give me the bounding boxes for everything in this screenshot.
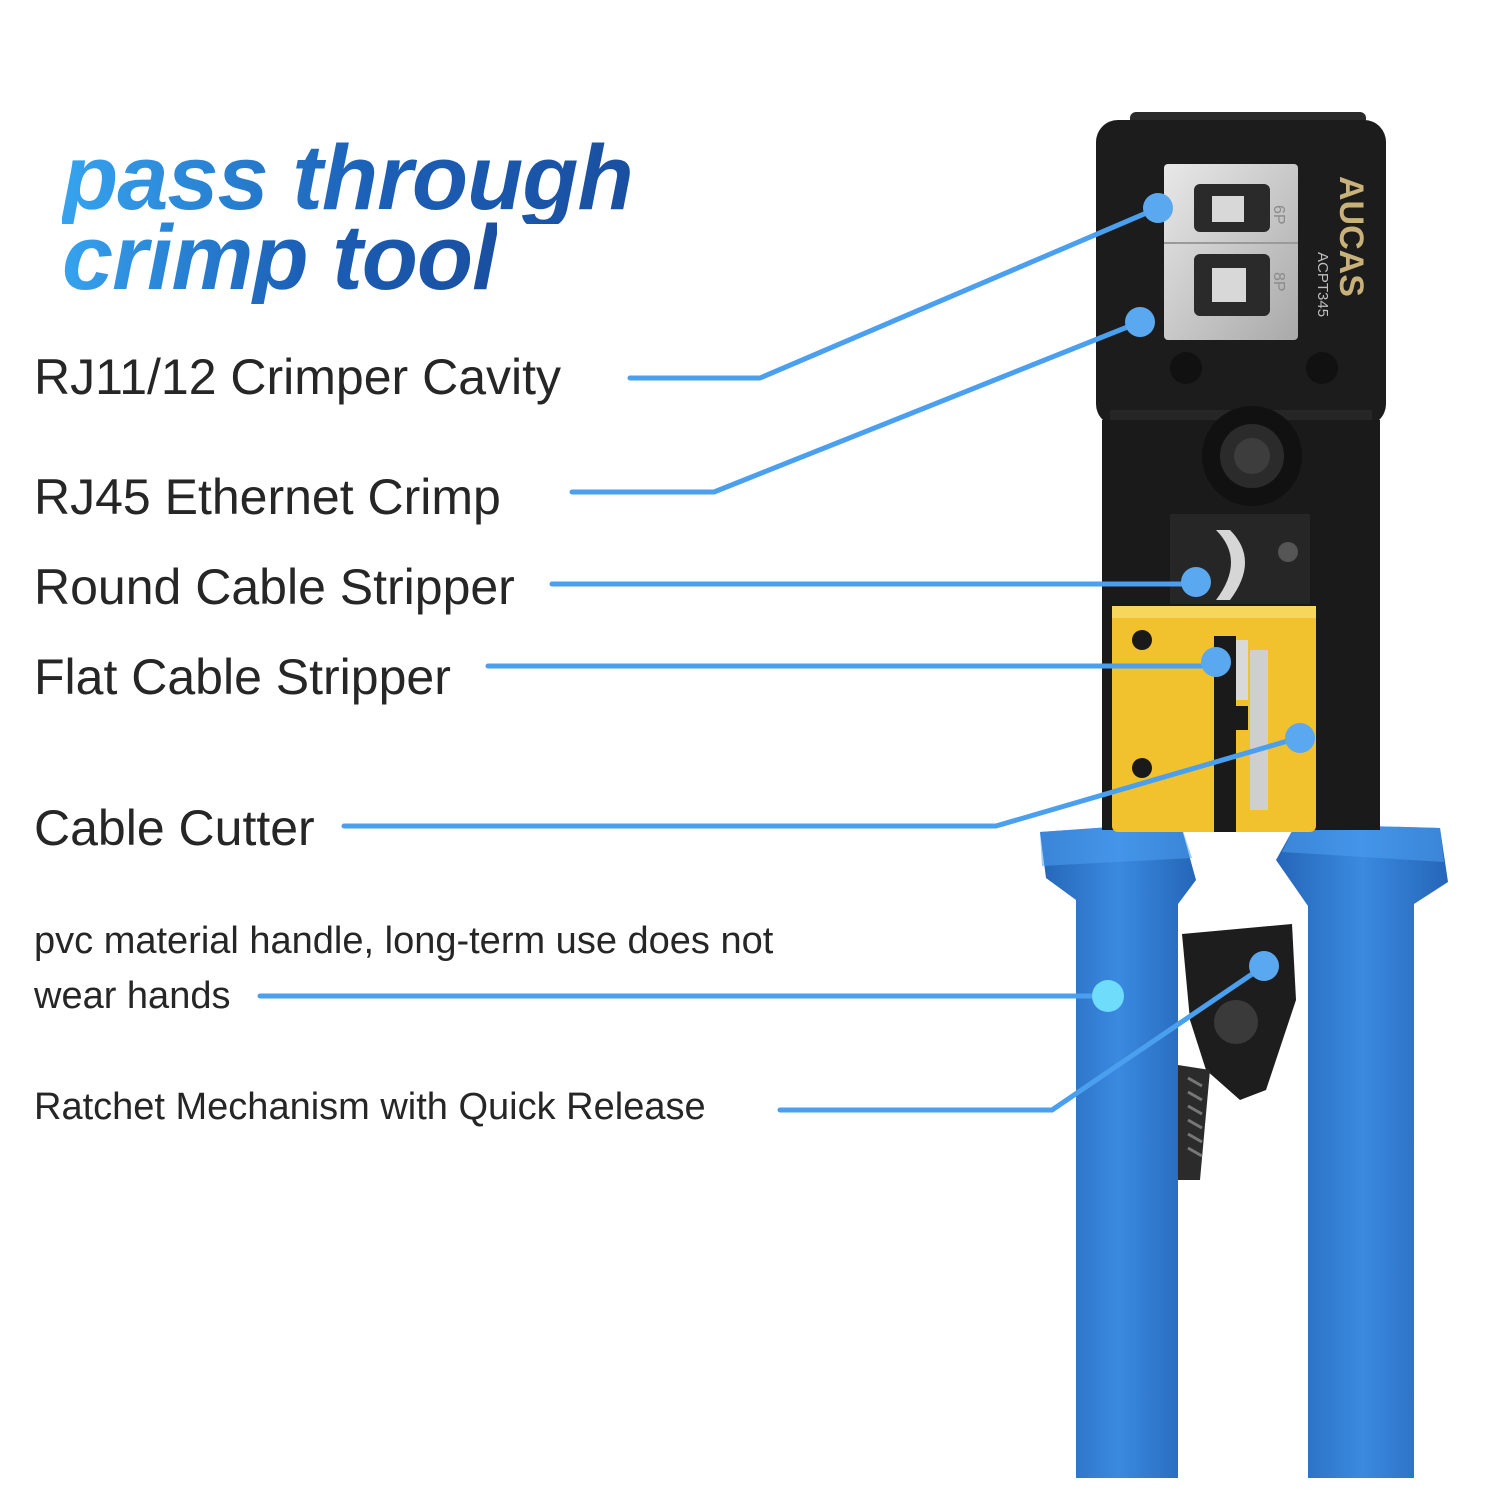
- brand-logo: AUCAS: [1332, 176, 1370, 297]
- port-label-8p: 8P: [1270, 272, 1287, 292]
- label-rj45-ethernet-crimp: RJ45 Ethernet Crimp: [34, 469, 501, 525]
- crimping-die: 6P 8P AUCAS ACPT345: [1164, 164, 1370, 384]
- model-number: ACPT345: [1314, 252, 1331, 317]
- label-round-cable-stripper: Round Cable Stripper: [34, 559, 515, 615]
- handle-left: [1040, 822, 1196, 1478]
- callout-leaders: [257, 205, 1301, 1113]
- stripper-block: [1112, 606, 1316, 832]
- label-rj11-crimper-cavity: RJ11/12 Crimper Cavity: [34, 349, 562, 405]
- callout-dots: [1092, 193, 1315, 1012]
- label-pvc-handle: pvc material handle, long-term use does …: [34, 920, 774, 1017]
- label-cable-cutter: Cable Cutter: [34, 800, 315, 856]
- port-label-6p: 6P: [1270, 205, 1287, 225]
- label-ratchet-mechanism: Ratchet Mechanism with Quick Release: [34, 1086, 706, 1128]
- headline-line-2: crimp tool: [62, 207, 498, 309]
- label-flat-cable-stripper: Flat Cable Stripper: [34, 649, 451, 705]
- handle-right: [1276, 824, 1448, 1478]
- headline-line-1: pass through: [62, 127, 634, 229]
